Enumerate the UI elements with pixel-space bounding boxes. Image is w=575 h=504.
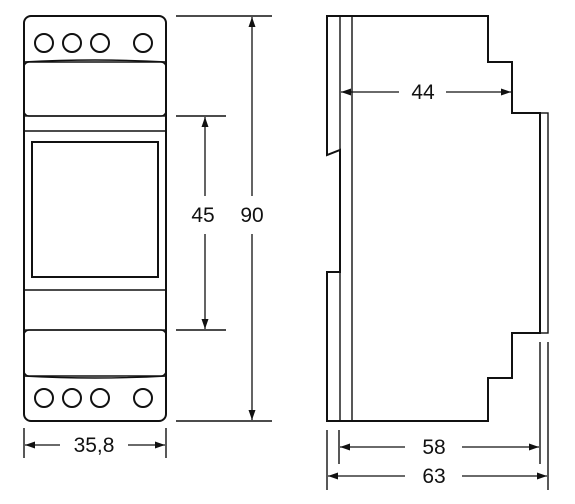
display-window (31, 141, 159, 278)
dimension-front-width: 35,8 (23, 428, 167, 458)
terminal-screw-icon (62, 388, 82, 408)
dimension-label: 63 (422, 465, 445, 488)
terminal-screw-icon (133, 388, 153, 408)
top-terminal-row (34, 33, 153, 53)
dimension-label: 45 (191, 204, 214, 227)
dimension-total-height: 90 (176, 15, 272, 422)
terminal-screw-icon (34, 33, 54, 53)
front-bottom-cover (23, 375, 167, 379)
front-face-strip (539, 112, 549, 334)
terminal-screw-icon (90, 388, 110, 408)
dimension-window-height: 45 (176, 115, 226, 331)
dimension-depth-front: 44 (341, 81, 511, 104)
front-top-cover (23, 59, 167, 63)
side-body-outline (326, 15, 541, 422)
front-view (23, 15, 167, 422)
side-view (326, 15, 549, 422)
dimension-label: 35,8 (74, 434, 115, 457)
dimension-depth-total: 63 (326, 342, 549, 490)
terminal-screw-icon (133, 33, 153, 53)
bottom-terminal-row (34, 388, 153, 408)
terminal-screw-icon (62, 33, 82, 53)
terminal-screw-icon (34, 388, 54, 408)
dimension-label: 44 (411, 81, 435, 104)
front-lower-shoulder (23, 329, 167, 377)
dimension-label: 90 (240, 204, 263, 227)
dimension-label: 58 (422, 436, 445, 459)
dimension-depth-mid: 58 (338, 342, 541, 464)
terminal-screw-icon (90, 33, 110, 53)
